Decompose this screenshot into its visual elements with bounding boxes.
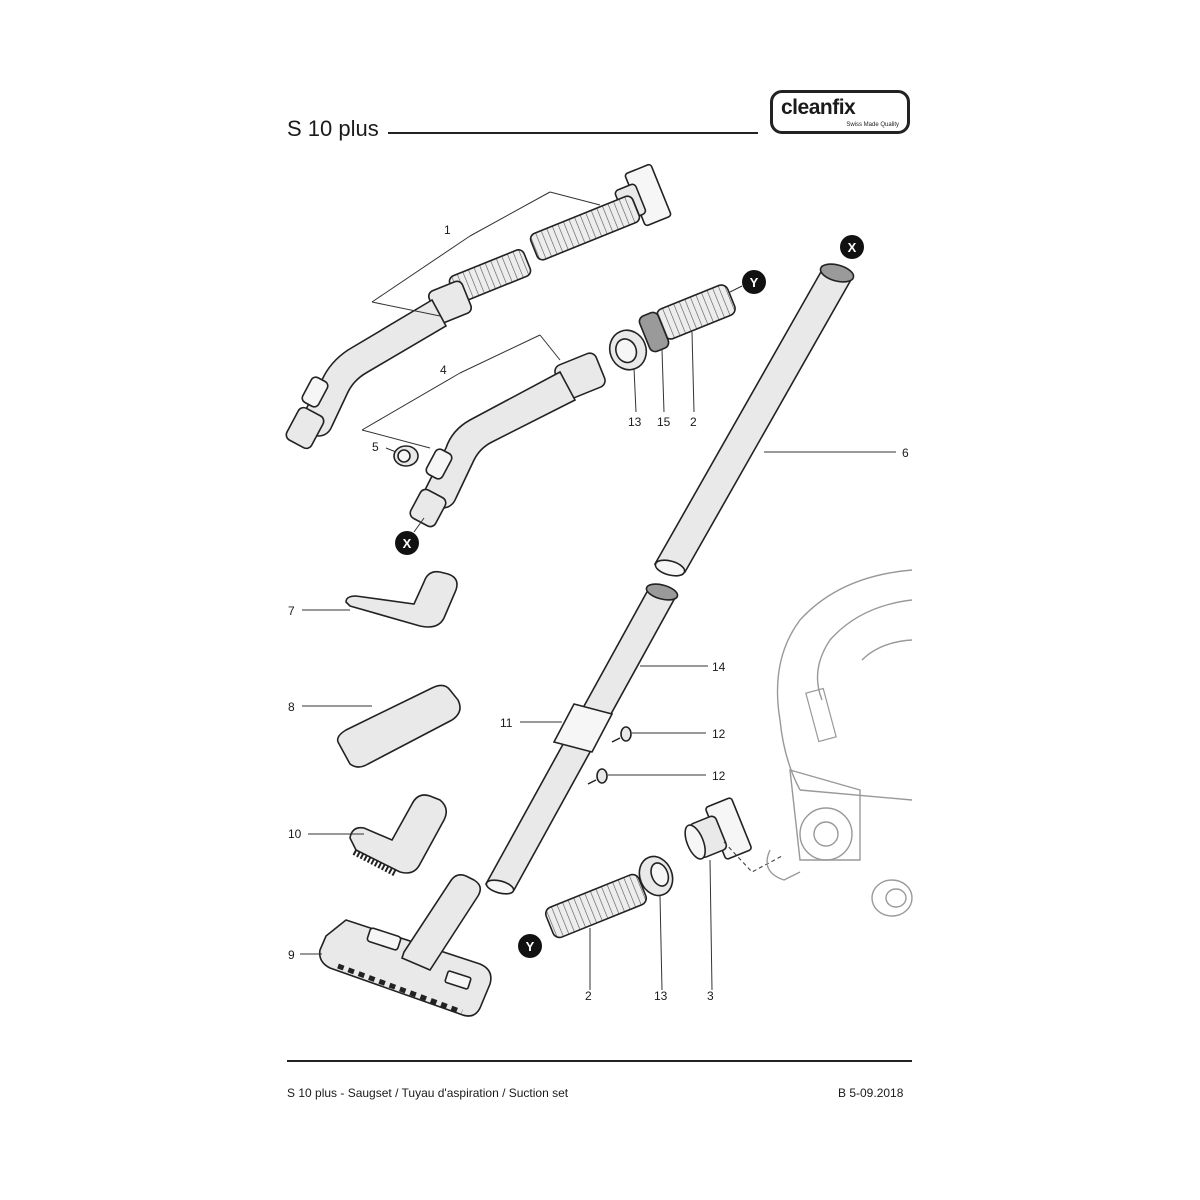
logo-text: cleanfix [781,96,856,119]
callout-4: 4 [440,363,447,377]
cleanfix-logo: cleanfix Swiss Made Quality [770,90,910,134]
callout-12-upper: 12 [712,727,726,741]
callout-2-lower: 2 [585,989,592,1003]
logo-subtext: Swiss Made Quality [846,122,899,128]
footer-description: S 10 plus - Saugset / Tuyau d'aspiration… [287,1086,569,1100]
part-5-ring [393,445,419,467]
callout-5: 5 [372,440,379,454]
part-13-cuff-upper [608,329,648,371]
part-4-handle [409,352,606,528]
svg-text:X: X [403,536,412,551]
callout-14: 14 [712,660,726,674]
part-11-sleeve [552,703,614,753]
title-rule [388,132,758,134]
svg-text:X: X [848,240,857,255]
callout-12-lower: 12 [712,769,726,783]
part-15-clamp-upper [638,311,670,353]
part-2-hose-upper [656,284,736,340]
callout-13-upper: 13 [628,415,642,429]
callout-1: 1 [444,223,451,237]
svg-text:Y: Y [750,275,759,290]
callout-2-upper: 2 [690,415,697,429]
part-9-floor-nozzle [318,874,492,1017]
part-1-hose-with-handle [285,163,672,450]
callout-3: 3 [707,989,714,1003]
part-6-upper-tube [653,263,855,577]
part-7-upholstery-tool [345,570,458,628]
callout-8: 8 [288,700,295,714]
page-title: S 10 plus [287,116,379,141]
marker-y-bottom: Y [518,934,542,958]
part-2-hose-lower [544,873,648,939]
part-8-crevice-tool [336,684,461,768]
callout-15: 15 [657,415,671,429]
vacuum-machine-outline [766,569,913,917]
part-3-wall-connector [684,797,752,860]
part-12-screws [587,726,632,785]
part-13-cuff-lower [638,855,674,897]
callout-11: 11 [500,716,513,730]
callout-9: 9 [288,948,295,962]
callout-13-lower: 13 [654,989,668,1003]
callout-7: 7 [288,604,295,618]
svg-text:Y: Y [526,939,535,954]
footer-doc-ref: B 5-09.2018 [838,1086,904,1100]
marker-x-bottom: X [395,531,419,555]
callout-10: 10 [288,827,302,841]
part-10-dusting-brush [349,794,448,877]
footer-rule [287,1060,912,1062]
marker-x-top: X [840,235,864,259]
marker-y-top: Y [742,270,766,294]
callout-6: 6 [902,446,909,460]
